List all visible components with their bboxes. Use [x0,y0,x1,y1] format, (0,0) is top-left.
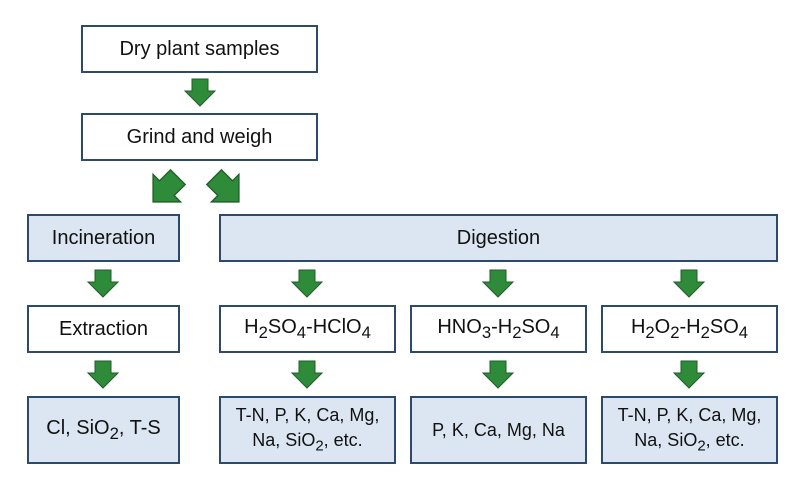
arrow-extraction-to-result-icon [87,360,119,389]
result-cl-sio2-ts-box: Cl, SiO2, T-S [27,396,180,464]
dry-plant-samples-box: Dry plant samples [81,25,318,73]
result-h2so4-hclo4-box: T-N, P, K, Ca, Mg,Na, SiO2, etc. [219,396,396,464]
arrow-grind-to-incineration-icon [138,162,193,217]
result-cl-sio2-ts-label: Cl, SiO2, T-S [46,417,161,443]
arrow-digestion-to-h2o2-h2so4-icon [673,269,705,298]
result-hno3-h2so4-label: P, K, Ca, Mg, Na [432,419,565,440]
dry-plant-samples-label: Dry plant samples [119,38,280,60]
digestion-label: Digestion [456,227,541,249]
grind-and-weigh-box: Grind and weigh [81,113,318,161]
extraction-box: Extraction [27,305,180,353]
result-h2o2-h2so4-box: T-N, P, K, Ca, Mg,Na, SiO2, etc. [601,396,778,464]
incineration-box: Incineration [27,214,180,262]
arrow-dry-to-grind-icon [184,78,216,107]
extraction-label: Extraction [59,318,148,340]
result-h2o2-h2so4-label: T-N, P, K, Ca, Mg,Na, SiO2, etc. [617,405,762,455]
arrow-h2o2-h2so4-to-result-icon [673,360,705,389]
result-h2so4-hclo4-label: T-N, P, K, Ca, Mg,Na, SiO2, etc. [235,405,380,455]
incineration-label: Incineration [51,227,156,249]
arrow-hno3-h2so4-to-result-icon [482,360,514,389]
grind-and-weigh-label: Grind and weigh [126,126,273,148]
h2o2-h2so4-box: H2O2-H2SO4 [601,305,778,353]
h2so4-hclo4-box: H2SO4-HClO4 [219,305,396,353]
h2o2-h2so4-label: H2O2-H2SO4 [630,316,749,342]
h2so4-hclo4-label: H2SO4-HClO4 [244,316,371,342]
result-hno3-h2so4-box: P, K, Ca, Mg, Na [410,396,587,464]
arrow-digestion-to-hno3-h2so4-icon [482,269,514,298]
arrow-h2so4-hclo4-to-result-icon [291,360,323,389]
hno3-h2so4-box: HNO3-H2SO4 [410,305,587,353]
digestion-box: Digestion [219,214,778,262]
hno3-h2so4-label: HNO3-H2SO4 [437,316,560,342]
arrow-grind-to-digestion-icon [199,162,254,217]
arrow-digestion-to-h2so4-hclo4-icon [291,269,323,298]
arrow-incineration-to-extraction-icon [87,269,119,298]
